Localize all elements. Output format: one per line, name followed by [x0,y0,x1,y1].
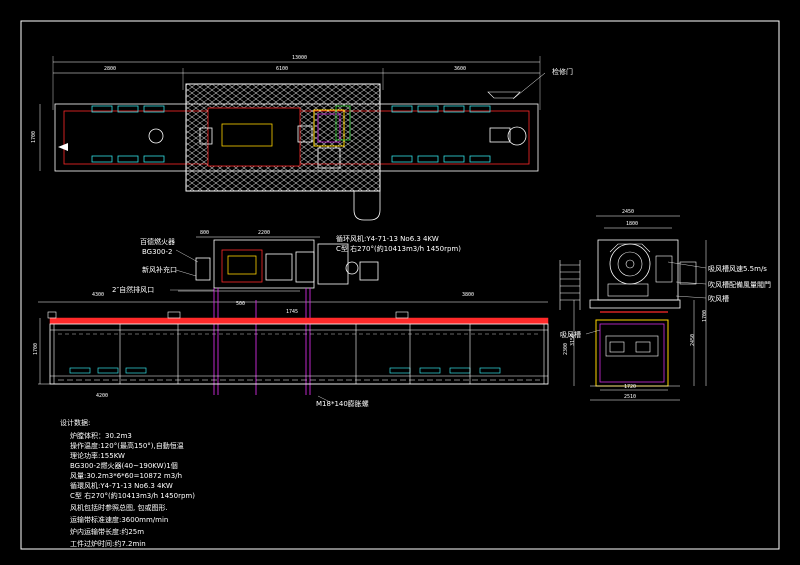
dim-right-len: 3800 [462,292,474,298]
label-fan: 循环风机:Y4-71-13 No6.3 4KW [336,234,439,243]
notes-line: C型 右270°(約10413m3/h 1450rpm) [70,491,195,500]
notes-line: BG300-2燃火器(40~190KW)1個 [70,461,178,470]
dim-left: 2800 [104,66,116,72]
notes-line: 理论功率:155KW [70,451,125,460]
dim-height-b: 2300 [563,343,569,355]
fan-box-top [313,109,345,147]
side-stairs [559,260,581,310]
label-supply-duct: 吹风槽配備風量閥門 [708,280,771,289]
oven-housing-front [213,239,315,289]
side-housing [597,239,679,301]
label-fan-type: C型 右270°(約10413m3/h 1450rpm) [336,244,461,253]
side-dim-left-h: 3150 [570,334,576,346]
label-exhaust: 2″自然排风口 [112,285,154,294]
notes-line: 炉内运输带长度:约25m [70,527,144,536]
label-burner-model: BG300-2 [142,248,172,256]
dim-height: 1700 [31,131,37,143]
notes-line: 炉膛体积：30.2m3 [70,431,132,440]
burner-top [221,123,273,147]
conveyor-slats-front [69,367,501,374]
burner-front [227,255,257,275]
oven-chamber [207,107,301,167]
label-fresh-air: 新风补充口 [142,265,177,274]
direction-arrow [58,143,68,151]
top-view: 检修门 13000 2800 6100 3600 1700 [31,55,573,221]
notes-line: 风机包括时参照总图, 包或图形. [70,503,168,512]
side-dim-right-b: 1700 [702,310,708,322]
motor-right [489,127,511,143]
pulley-right [507,126,527,146]
notes-line: 运输带标准速度:3600mm/min [70,515,168,524]
side-view: 2450 1800 2450 1700 315 [559,209,771,401]
dim-middle: 6100 [276,66,288,72]
label-bolt: M18*140膨胀螺 [316,399,369,408]
dim-height-total: 1700 [33,343,39,355]
support-legs [213,288,311,395]
conveyor-frame-front [49,323,549,385]
side-oven-body [595,319,669,387]
sheet-border [20,20,780,550]
notes-line: 风量:30.2m3*6*60=10872 m3/h [70,472,182,480]
notes-line: 循環风机:Y4-71-13 No6.3 4KW [70,481,173,490]
label-supply-speed: 吸风槽风速5.5m/s [708,264,767,273]
dim-hood: 500 [236,301,245,307]
dim-burner-b: 2200 [258,230,270,236]
dim-left-len: 4300 [92,292,104,298]
side-dim-top-b: 1800 [626,221,638,227]
dim-bottom: 4200 [96,393,108,399]
dim-right: 3600 [454,66,466,72]
notes-title: 设计数据: [60,418,90,427]
label-suction: 吸风槽 [560,330,581,339]
side-dim-bottom-a: 1720 [624,384,636,390]
conveyor-posts [53,324,545,384]
dim-overall: 13000 [292,55,307,61]
dim-burner-a: 800 [200,230,209,236]
side-dim-bottom-b: 2510 [624,394,636,400]
side-dim-top-a: 2450 [622,209,634,215]
label-blow: 吹风槽 [708,294,729,303]
side-dim-right-a: 2450 [690,334,696,346]
side-fan-wheel [609,243,651,285]
notes-line: 工件过炉时间:约7.2min [70,539,146,548]
conveyor-slats-top [91,105,491,163]
label-access-door: 检修门 [552,67,573,76]
pulley-left [148,128,164,144]
dim-span-1: 1745 [286,309,298,315]
burner-box-left [195,257,211,281]
front-view: 800 2200 500 1745 4300 3800 4200 [33,230,569,408]
design-notes: 设计数据: 炉膛体积：30.2m3 操作温度:120°(最高150°),自動恒温… [60,418,195,548]
label-burner: 百德燃火器 [140,237,175,246]
conveyor-band-red [49,317,549,325]
exhaust-hood [353,191,381,221]
notes-line: 操作温度:120°(最高150°),自動恒温 [70,441,184,450]
